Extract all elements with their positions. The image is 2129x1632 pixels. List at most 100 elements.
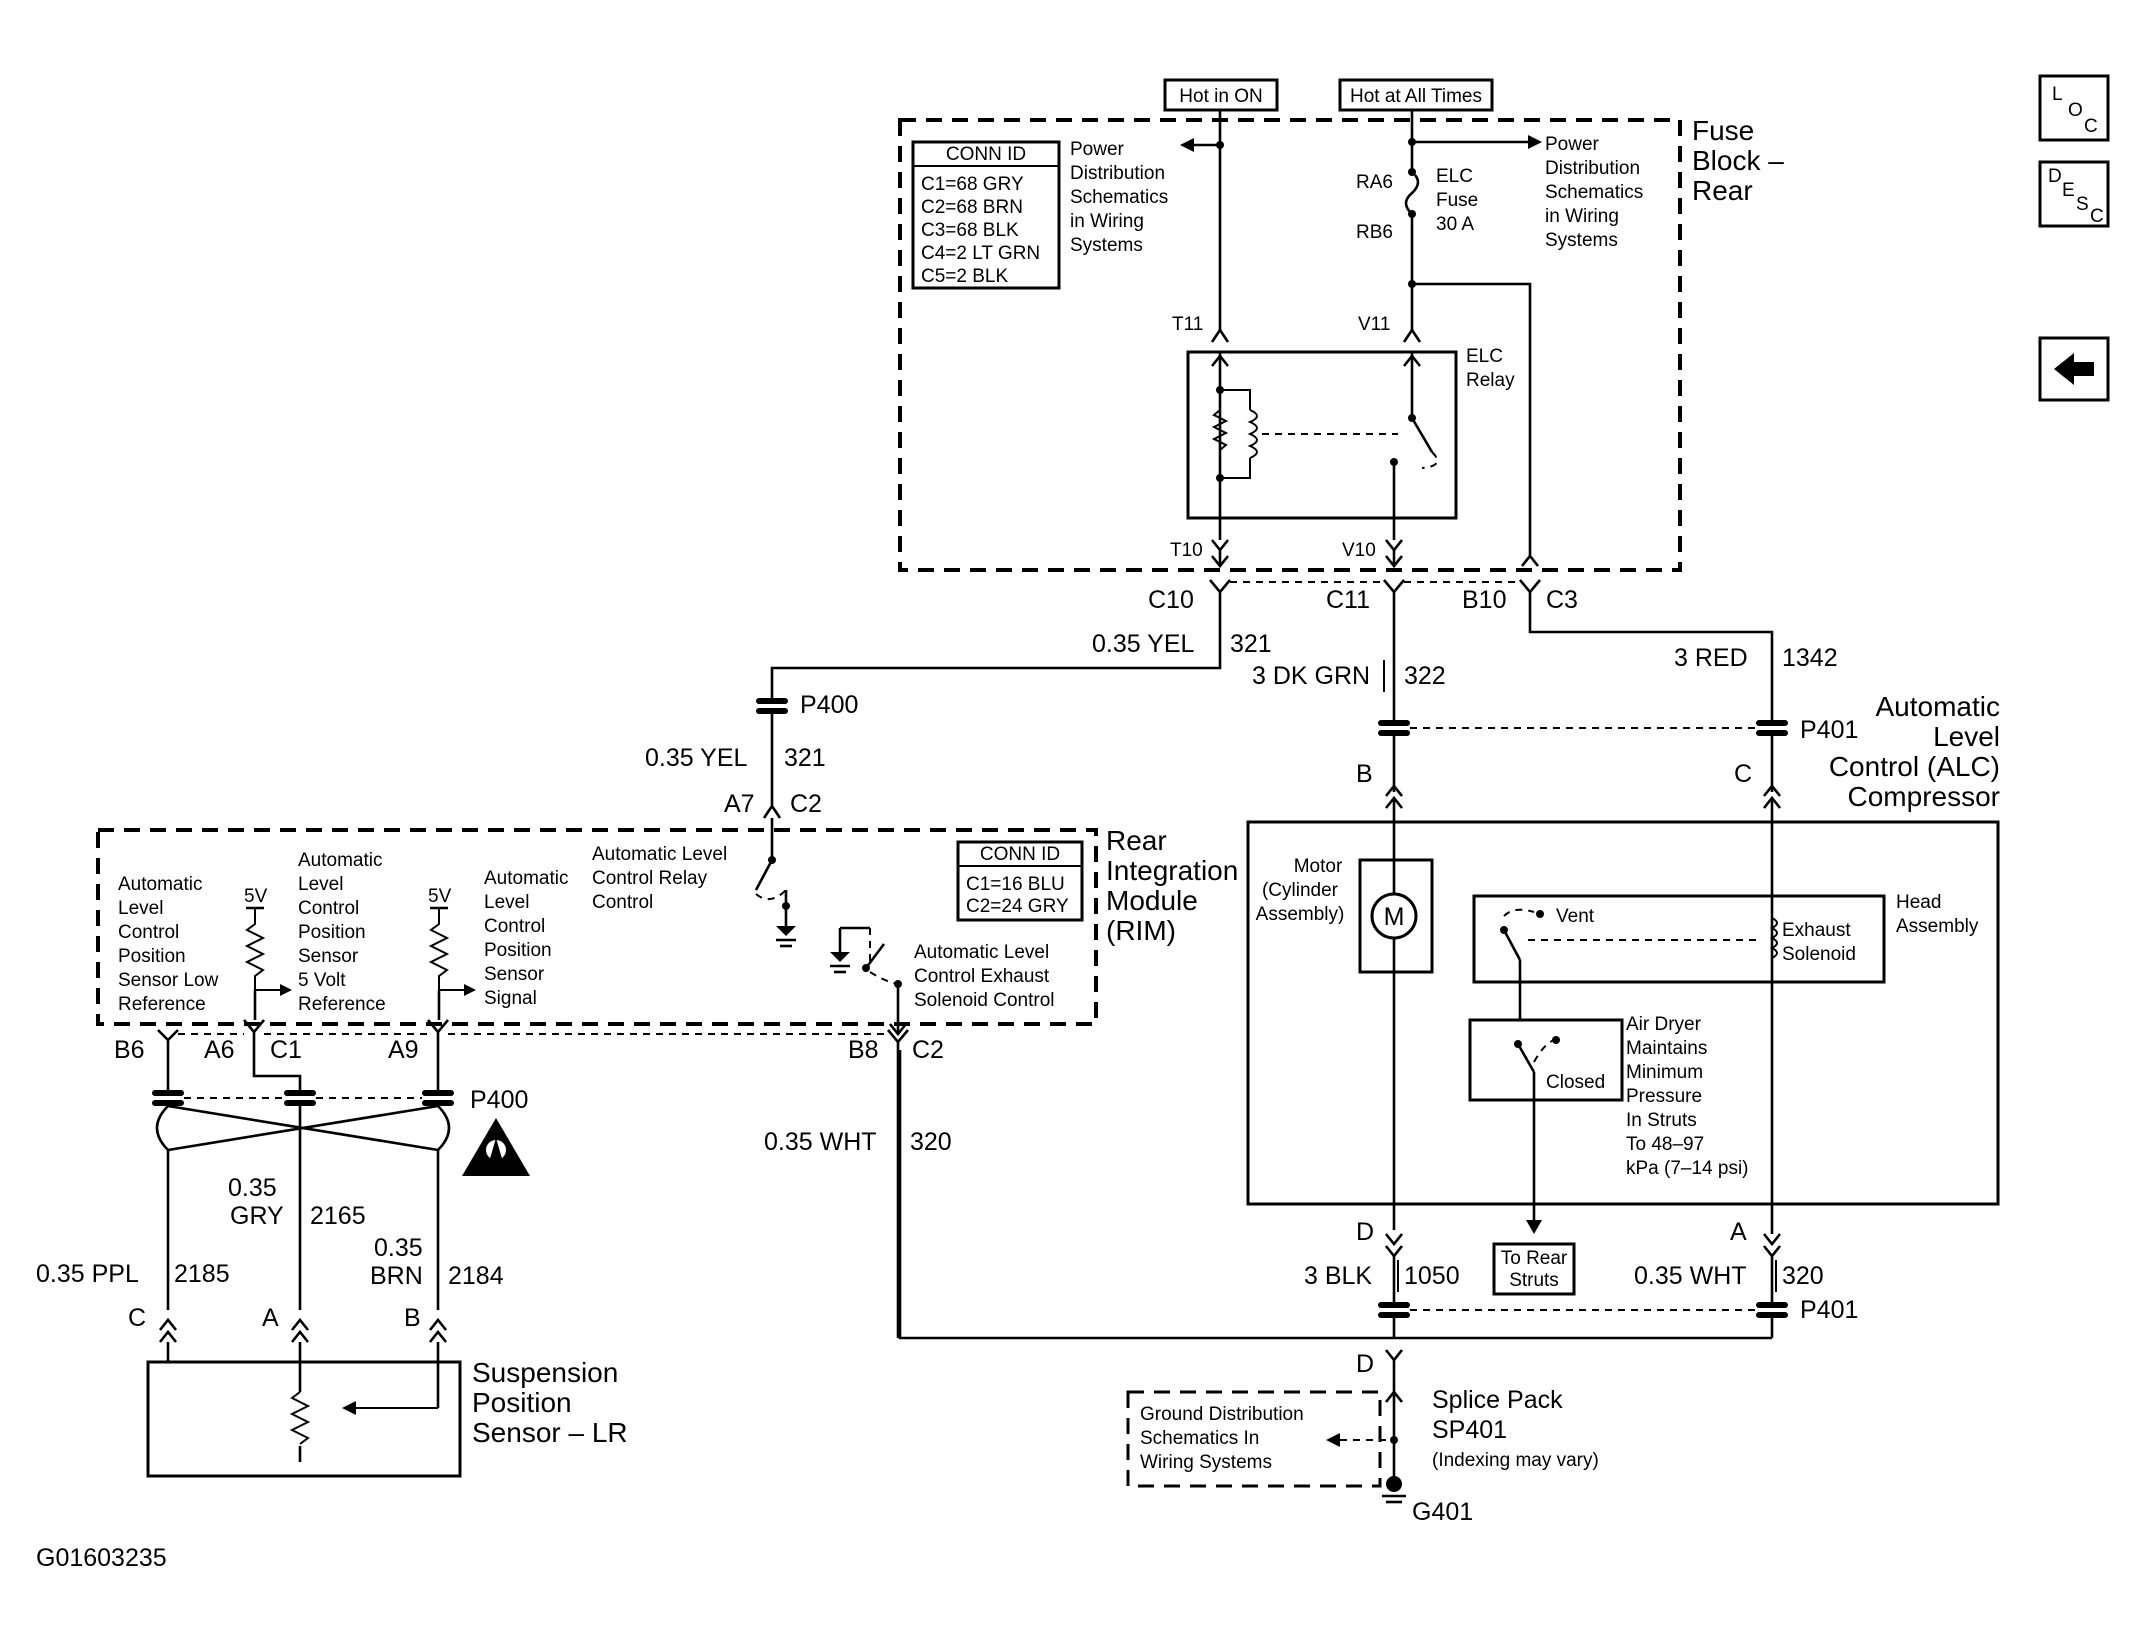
pds-right-text: Distribution bbox=[1545, 158, 1640, 179]
circuit-number-2185: 2185 bbox=[174, 1260, 230, 1288]
relay-output-pins: T10 V10 bbox=[1170, 539, 1404, 569]
relay-control-label: Control bbox=[592, 892, 653, 913]
wire-color-blk: 3 BLK bbox=[1304, 1262, 1372, 1290]
rim-text: Reference bbox=[118, 994, 206, 1015]
rim-label: Rear bbox=[1106, 825, 1167, 856]
rim-text: Automatic bbox=[118, 874, 202, 895]
hot-in-on-box: Hot in ON bbox=[1163, 78, 1279, 112]
conn-id-row: C1=68 GRY bbox=[921, 174, 1024, 195]
circuit-number-1342: 1342 bbox=[1782, 644, 1838, 672]
location-button[interactable]: L O C bbox=[2038, 74, 2110, 142]
conn-id-row: C4=2 LT GRN bbox=[921, 243, 1040, 264]
alc-label-line: Compressor bbox=[1848, 781, 2000, 812]
hot-all-times-box: Hot at All Times bbox=[1338, 78, 1494, 112]
rim-text: Reference bbox=[298, 994, 386, 1015]
exhaust-solenoid-label: Solenoid bbox=[1782, 944, 1856, 965]
desc-letter: E bbox=[2062, 180, 2075, 201]
pin-t10: T10 bbox=[1170, 540, 1203, 561]
rim-conn-id-row: C2=24 GRY bbox=[966, 896, 1069, 917]
conn-p401-upper: P401 bbox=[1800, 716, 1858, 744]
exhaust-solenoid-label: Exhaust bbox=[1782, 920, 1851, 941]
sensor-label: Sensor – LR bbox=[472, 1417, 628, 1448]
relay-control-label: Automatic Level bbox=[592, 844, 727, 865]
wire-color-wht: 0.35 WHT bbox=[764, 1128, 877, 1156]
wire-color-yel: 0.35 YEL bbox=[1092, 630, 1195, 658]
pin-d-splice: D bbox=[1356, 1350, 1374, 1378]
wire-color-brn: BRN bbox=[370, 1262, 423, 1290]
pin-c2-b8: C2 bbox=[912, 1036, 944, 1064]
back-button[interactable] bbox=[2038, 336, 2110, 402]
elc-relay-label: Relay bbox=[1466, 370, 1515, 391]
compressor-bottom-pins: D 3 BLK 1050 A 0.35 WHT 320 P401 bbox=[898, 940, 1858, 1340]
alc-label-line: Automatic bbox=[1876, 691, 2001, 722]
circuit-number-321: 321 bbox=[1230, 630, 1272, 658]
hot-in-on-label: Hot in ON bbox=[1179, 86, 1262, 107]
pin-v10: V10 bbox=[1342, 540, 1376, 561]
pds-left-text: in Wiring bbox=[1070, 211, 1144, 232]
pin-a-sensor: A bbox=[262, 1304, 279, 1332]
exhaust-control-label: Solenoid Control bbox=[914, 990, 1054, 1011]
desc-letter: C bbox=[2090, 206, 2104, 227]
alc-label-line: Level bbox=[1933, 721, 2000, 752]
rim-text: Sensor bbox=[484, 964, 545, 985]
relay-control-label: Control Relay bbox=[592, 868, 708, 889]
wire-color-red: 3 RED bbox=[1674, 644, 1748, 672]
wire-color-ppl: 0.35 PPL bbox=[36, 1260, 139, 1288]
to-rear-struts-box: To Rear Struts bbox=[1492, 1242, 1576, 1296]
loc-letter: O bbox=[2068, 100, 2083, 121]
elc-relay-label: ELC bbox=[1466, 346, 1503, 367]
pin-b-compressor: B bbox=[1356, 760, 1373, 788]
5v-label-2: 5V bbox=[428, 886, 452, 907]
conn-id-row: C2=68 BRN bbox=[921, 197, 1023, 218]
suspension-position-sensor-lr: Suspension Position Sensor – LR bbox=[146, 1342, 628, 1478]
fuse-block-connectors: C10 C11 B10 C3 bbox=[1148, 579, 1578, 614]
loc-letter: L bbox=[2052, 84, 2063, 105]
rim-text: Automatic bbox=[298, 850, 382, 871]
pds-left-text: Power bbox=[1070, 139, 1125, 160]
head-assembly-label: Head bbox=[1896, 892, 1941, 913]
desc-letter: D bbox=[2048, 166, 2062, 187]
air-dryer-label: In Struts bbox=[1626, 1110, 1697, 1131]
rim-text: Control bbox=[484, 916, 545, 937]
circuit-321: 0.35 YEL 321 P400 0.35 YEL 321 A7 C2 bbox=[645, 592, 1272, 819]
air-dryer-label: Maintains bbox=[1626, 1038, 1707, 1059]
conn-c10: C10 bbox=[1148, 586, 1194, 614]
pin-c-sensor: C bbox=[128, 1304, 146, 1332]
splice-pack-label: Splice Pack bbox=[1432, 1386, 1563, 1414]
conn-id-row: C3=68 BLK bbox=[921, 220, 1019, 241]
elc-fuse-label: 30 A bbox=[1436, 214, 1474, 235]
ground-g401: G401 bbox=[1412, 1498, 1473, 1526]
motor-label: Assembly) bbox=[1256, 904, 1345, 925]
hot-in-on-feed: T11 bbox=[1172, 110, 1230, 343]
pin-b8: B8 bbox=[848, 1036, 879, 1064]
rim-label: Integration bbox=[1106, 855, 1238, 886]
circuit-number-1050: 1050 bbox=[1404, 1262, 1460, 1290]
rim-conn-id-row: C1=16 BLU bbox=[966, 874, 1065, 895]
pds-right-text: Systems bbox=[1545, 230, 1618, 251]
power-distribution-ref-right: Power Distribution Schematics in Wiring … bbox=[1412, 134, 1643, 251]
rim-label: (RIM) bbox=[1106, 915, 1176, 946]
5v-label-1: 5V bbox=[244, 886, 268, 907]
rim-text: Sensor bbox=[298, 946, 359, 967]
rim-text: Level bbox=[298, 874, 343, 895]
pin-c1: C1 bbox=[270, 1036, 302, 1064]
circuit-number-2165: 2165 bbox=[310, 1202, 366, 1230]
exhaust-control-label: Control Exhaust bbox=[914, 966, 1050, 987]
rim-label: Module bbox=[1106, 885, 1198, 916]
conn-id-title: CONN ID bbox=[946, 144, 1026, 165]
pds-right-text: in Wiring bbox=[1545, 206, 1619, 227]
circuit-322: 3 DK GRN 322 B bbox=[1252, 592, 1446, 862]
rear-integration-module: Rear Integration Module (RIM) CONN ID C1… bbox=[96, 818, 1238, 1037]
conn-p400-upper: P400 bbox=[800, 691, 858, 719]
pin-a6: A6 bbox=[204, 1036, 235, 1064]
exhaust-control-label: Automatic Level bbox=[914, 942, 1049, 963]
wire-color-dkgrn: 3 DK GRN bbox=[1252, 662, 1370, 690]
ground-dist-label: Schematics In bbox=[1140, 1428, 1259, 1449]
pin-a9: A9 bbox=[388, 1036, 419, 1064]
description-button[interactable]: D E S C bbox=[2038, 160, 2110, 228]
pin-rb6: RB6 bbox=[1356, 222, 1393, 243]
elc-fuse-label: Fuse bbox=[1436, 190, 1478, 211]
wire-color-wht: 0.35 WHT bbox=[1634, 1262, 1747, 1290]
